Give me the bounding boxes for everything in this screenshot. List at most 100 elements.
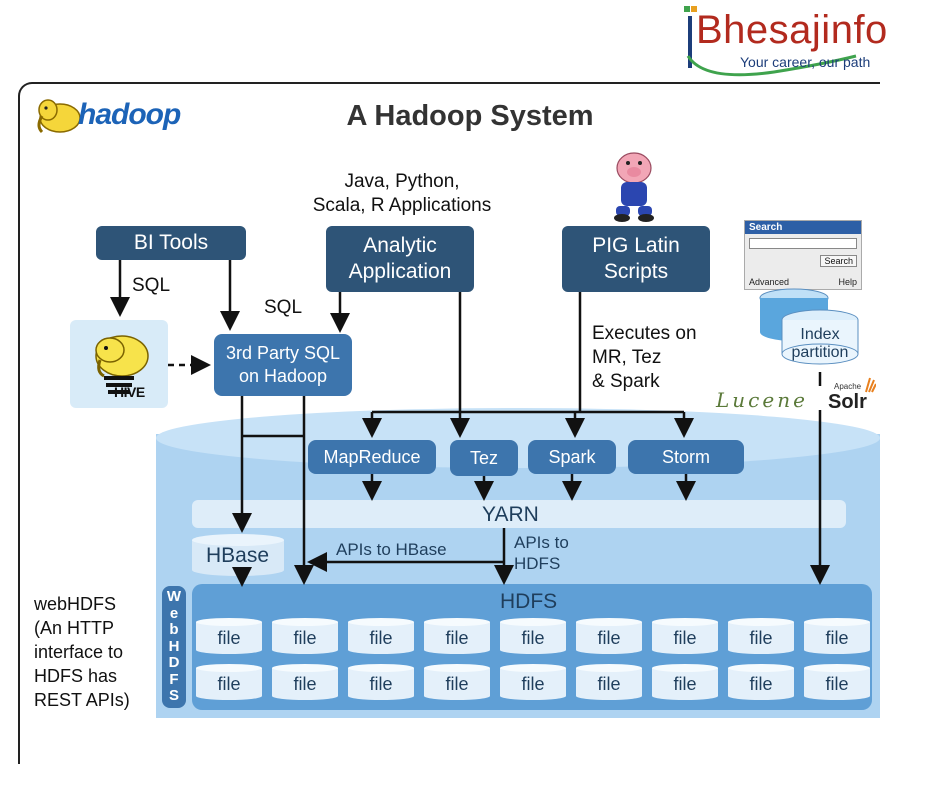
third-party-sql-box: 3rd Party SQL on Hadoop xyxy=(214,334,352,396)
file-label: file xyxy=(673,674,697,694)
pig-latin-box: PIG Latin Scripts xyxy=(562,226,710,292)
file-label: file xyxy=(293,628,317,648)
file-cylinder: file xyxy=(424,664,490,700)
file-cylinder: file xyxy=(500,664,566,700)
webhdfs-note-line: HDFS has xyxy=(34,666,118,686)
solr-sun-icon xyxy=(865,377,876,393)
webhdfs-note-line: interface to xyxy=(34,642,124,662)
brand-tagline: Your career, our path xyxy=(740,54,871,70)
webhdfs-letter: D xyxy=(168,654,180,671)
hive-logo: HIVE xyxy=(70,320,168,408)
index-partition-label: Index partition xyxy=(784,326,856,362)
hive-bee-icon xyxy=(95,335,149,394)
sql-caption-left: SQL xyxy=(132,275,171,296)
mapreduce-box: MapReduce xyxy=(308,440,436,474)
search-widget-advanced: Advanced xyxy=(749,277,790,287)
file-cylinder: file xyxy=(652,618,718,654)
file-cylinder: file xyxy=(804,664,870,700)
search-widget-title: Search xyxy=(745,221,861,234)
page-title: A Hadoop System xyxy=(346,100,594,132)
spark-box: Spark xyxy=(528,440,616,474)
third-party-line: on Hadoop xyxy=(238,366,328,386)
yarn-bar xyxy=(192,500,846,528)
file-label: file xyxy=(749,674,773,694)
tez-box: Tez xyxy=(450,440,518,476)
file-cylinder: file xyxy=(424,618,490,654)
webhdfs-letter: H xyxy=(168,637,180,655)
webhdfs-note-line: REST APIs) xyxy=(34,690,130,710)
pig-mascot-icon xyxy=(614,152,654,222)
search-widget-input xyxy=(749,238,857,249)
executes-caption: Executes on MR, Tez & Spark xyxy=(592,322,697,394)
index-label-line: partition xyxy=(791,344,849,361)
webhdfs-letter: F xyxy=(169,670,179,688)
file-grid: file file file file file file file file … xyxy=(196,618,870,708)
file-cylinder: file xyxy=(500,618,566,654)
apps-caption: Java, Python, Scala, R Applications xyxy=(282,170,522,218)
file-label: file xyxy=(521,628,545,648)
webhdfs-letter: b xyxy=(169,621,179,638)
file-cylinder: file xyxy=(652,664,718,700)
index-label-line: Index xyxy=(800,326,840,343)
file-label: file xyxy=(825,628,849,648)
webhdfs-note-line: (An HTTP xyxy=(34,618,115,638)
hive-wordmark: HIVE xyxy=(114,384,145,400)
hadoop-wordmark: hadoop xyxy=(78,98,181,131)
yarn-label: YARN xyxy=(482,503,539,526)
file-label: file xyxy=(825,674,849,694)
webhdfs-letter: e xyxy=(169,604,179,622)
executes-line: Executes on xyxy=(592,323,697,344)
search-widget-button: Search xyxy=(820,255,857,267)
file-cylinder: file xyxy=(728,664,794,700)
hbase-label: HBase xyxy=(206,544,270,567)
search-widget-icon: Search Search Advanced Help xyxy=(744,220,862,290)
apps-caption-line: Scala, R Applications xyxy=(312,195,492,216)
file-cylinder: file xyxy=(728,618,794,654)
file-cylinder: file xyxy=(576,664,642,700)
file-cylinder: file xyxy=(196,618,262,654)
file-cylinder: file xyxy=(348,618,414,654)
diagram-frame xyxy=(18,82,880,764)
apis-to-hdfs-caption: APIs to HDFS xyxy=(514,532,569,574)
index-database-icon xyxy=(759,288,859,365)
hbase-cylinder xyxy=(192,534,284,576)
solr-apache-label: Apache xyxy=(834,382,862,391)
executes-line: & Spark xyxy=(592,371,660,392)
webhdfs-letter: S xyxy=(168,687,179,704)
search-widget-help: Help xyxy=(838,277,857,287)
file-cylinder: file xyxy=(348,664,414,700)
analytic-application-box: Analytic Application xyxy=(326,226,474,292)
brand-swoosh xyxy=(686,54,857,77)
brand-logo-mark xyxy=(684,6,698,72)
file-label: file xyxy=(369,628,393,648)
hadoop-logo: hadoop xyxy=(34,96,194,136)
bi-tools-box: BI Tools xyxy=(96,226,246,260)
webhdfs-letter: W xyxy=(166,588,182,605)
apis-to-hbase-caption: APIs to HBase xyxy=(336,540,447,559)
webhdfs-vertical-label: W e b H D F S xyxy=(162,588,186,705)
brand-name: Bhesajinfo xyxy=(696,8,888,52)
file-label: file xyxy=(445,674,469,694)
analytic-line: Application xyxy=(348,260,452,283)
hdfs-label: HDFS xyxy=(500,590,558,613)
file-label: file xyxy=(369,674,393,694)
webhdfs-note: webHDFS (An HTTP interface to HDFS has R… xyxy=(34,592,130,712)
pig-line: PIG Latin xyxy=(592,234,680,257)
file-label: file xyxy=(597,628,621,648)
executes-line: MR, Tez xyxy=(592,347,662,368)
lucene-logo: Lucene xyxy=(716,388,808,412)
file-cylinder: file xyxy=(576,618,642,654)
file-label: file xyxy=(521,674,545,694)
webhdfs-note-line: webHDFS xyxy=(34,594,117,614)
file-label: file xyxy=(293,674,317,694)
apis-hdfs-line: HDFS xyxy=(514,554,561,573)
apps-caption-line: Java, Python, xyxy=(344,171,460,192)
webhdfs-bar xyxy=(162,586,186,708)
elephant-hadoop-icon xyxy=(37,99,81,134)
file-label: file xyxy=(217,628,241,648)
apis-hdfs-line: APIs to xyxy=(514,533,569,552)
file-cylinder: file xyxy=(196,664,262,700)
file-cylinder: file xyxy=(272,664,338,700)
pig-line: Scripts xyxy=(603,260,669,283)
